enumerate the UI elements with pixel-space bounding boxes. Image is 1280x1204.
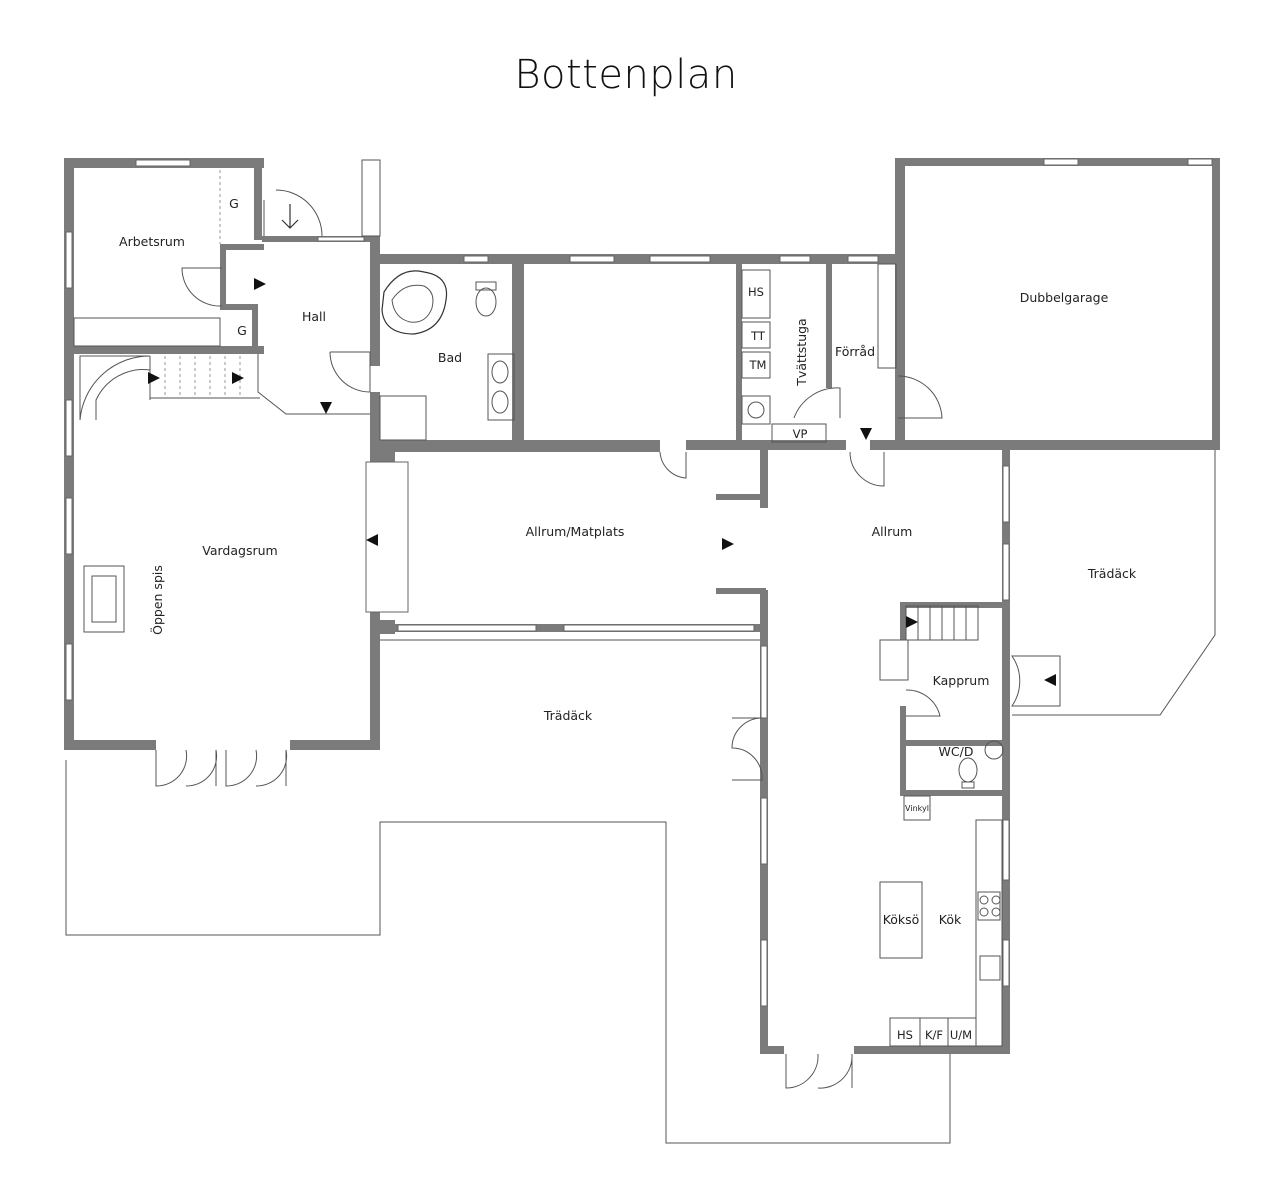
label-allrum-matplats: Allrum/Matplats: [526, 524, 625, 539]
fixtures: [73, 159, 1004, 1047]
label-um: U/M: [950, 1028, 972, 1042]
label-tradack-right: Trädäck: [1087, 566, 1137, 581]
label-tvattstuga: Tvättstuga: [794, 318, 809, 386]
label-tt: TT: [750, 329, 766, 343]
arrows: [148, 204, 1056, 686]
label-vardagsrum: Vardagsrum: [202, 543, 277, 558]
stairs: [79, 354, 979, 641]
room-labels: Arbetsrum G G Hall Bad HS TT TM Tvättstu…: [119, 196, 1137, 1042]
label-hall: Hall: [302, 309, 326, 324]
label-g-closet-1: G: [229, 196, 239, 211]
label-hs-kitchen: HS: [897, 1028, 913, 1042]
label-tradack-main: Trädäck: [543, 708, 593, 723]
windows: [65, 158, 1213, 1007]
label-wc-d: WC/D: [939, 744, 974, 759]
label-oppen-spis: Öppen spis: [149, 565, 165, 635]
label-vinkyl: Vinkyl: [905, 804, 929, 813]
label-arbetsrum: Arbetsrum: [119, 234, 185, 249]
label-kok: Kök: [939, 912, 962, 927]
label-kapprum: Kapprum: [933, 673, 990, 688]
doors: [155, 189, 1061, 1089]
label-allrum: Allrum: [872, 524, 913, 539]
label-vp: VP: [793, 427, 808, 441]
label-g-closet-2: G: [237, 323, 247, 338]
label-bad: Bad: [438, 350, 462, 365]
label-kf: K/F: [925, 1028, 943, 1042]
page-title: Bottenplan: [514, 52, 738, 98]
label-hs-laundry: HS: [748, 285, 764, 299]
label-kakso: Köksö: [883, 912, 920, 927]
label-dubbelgarage: Dubbelgarage: [1020, 290, 1109, 305]
label-forrad: Förråd: [835, 344, 875, 359]
label-tm: TM: [749, 358, 767, 372]
